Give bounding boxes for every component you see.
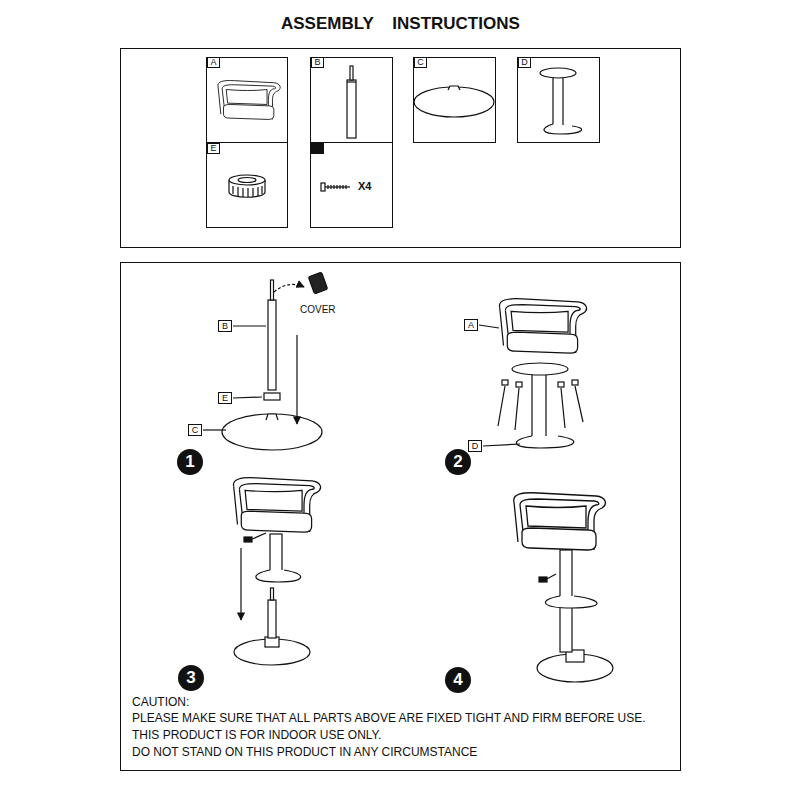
part-tag: A <box>207 57 220 68</box>
step-circle-fill <box>178 665 204 691</box>
part-letter: B <box>222 322 228 331</box>
step4-chair <box>514 493 606 550</box>
base-disc <box>414 86 494 117</box>
part-letter: D <box>521 58 528 67</box>
part-letter: E <box>222 394 228 403</box>
ring <box>229 175 265 197</box>
gas-shaft <box>347 66 356 138</box>
part-tag: D <box>468 440 482 452</box>
step-circle-fill <box>445 667 471 693</box>
step-number: 2 <box>445 449 471 475</box>
step-circle-fill <box>445 449 471 475</box>
caution-note: PLEASE MAKE SURE THAT ALL PARTS ABOVE AR… <box>132 711 645 725</box>
step3-chair <box>233 478 320 532</box>
part-tag: C <box>188 424 202 436</box>
caution-note: THIS PRODUCT IS FOR INDOOR USE ONLY. <box>132 728 381 742</box>
quantity: X4 <box>358 180 371 193</box>
step-number: 1 <box>177 449 203 475</box>
step-number-text: 1 <box>185 452 194 472</box>
part-letter: D <box>472 442 479 451</box>
chair-seat <box>218 81 280 120</box>
step3-illustration <box>234 533 310 665</box>
part-tag: E <box>207 143 220 154</box>
step1-illustration <box>203 272 328 450</box>
part-tag: A <box>464 319 478 331</box>
step-circle-fill <box>177 449 203 475</box>
step-number-text: 3 <box>186 668 195 688</box>
screw <box>321 183 350 191</box>
parts-frame <box>121 49 681 771</box>
part-tag: B <box>218 320 232 332</box>
part-name: COVER <box>300 304 336 316</box>
part-tag: B <box>311 57 324 68</box>
part-letter: B <box>314 58 320 67</box>
part-letter: A <box>210 58 216 67</box>
step4-illustration <box>537 550 613 682</box>
step-number: 4 <box>445 667 471 693</box>
part-tag: D <box>518 57 531 68</box>
part-letter: A <box>468 321 474 330</box>
step2-illustration <box>479 325 583 448</box>
part-tag: E <box>218 392 232 404</box>
title: ASSEMBLY INSTRUCTIONS <box>281 14 520 34</box>
column-footrest <box>540 68 582 134</box>
caution-note: DO NOT STAND ON THIS PRODUCT IN ANY CIRC… <box>132 745 477 759</box>
part-tag: C <box>414 57 427 68</box>
step2-chair <box>499 299 586 353</box>
part-letter: C <box>417 58 424 67</box>
part-letter: E <box>210 144 216 153</box>
step-number-text: 2 <box>453 452 462 472</box>
part-letter: C <box>192 426 199 435</box>
step-number: 3 <box>178 665 204 691</box>
step-number-text: 4 <box>453 670 462 690</box>
caution-note: CAUTION: <box>132 695 189 709</box>
part-tag <box>311 143 324 154</box>
